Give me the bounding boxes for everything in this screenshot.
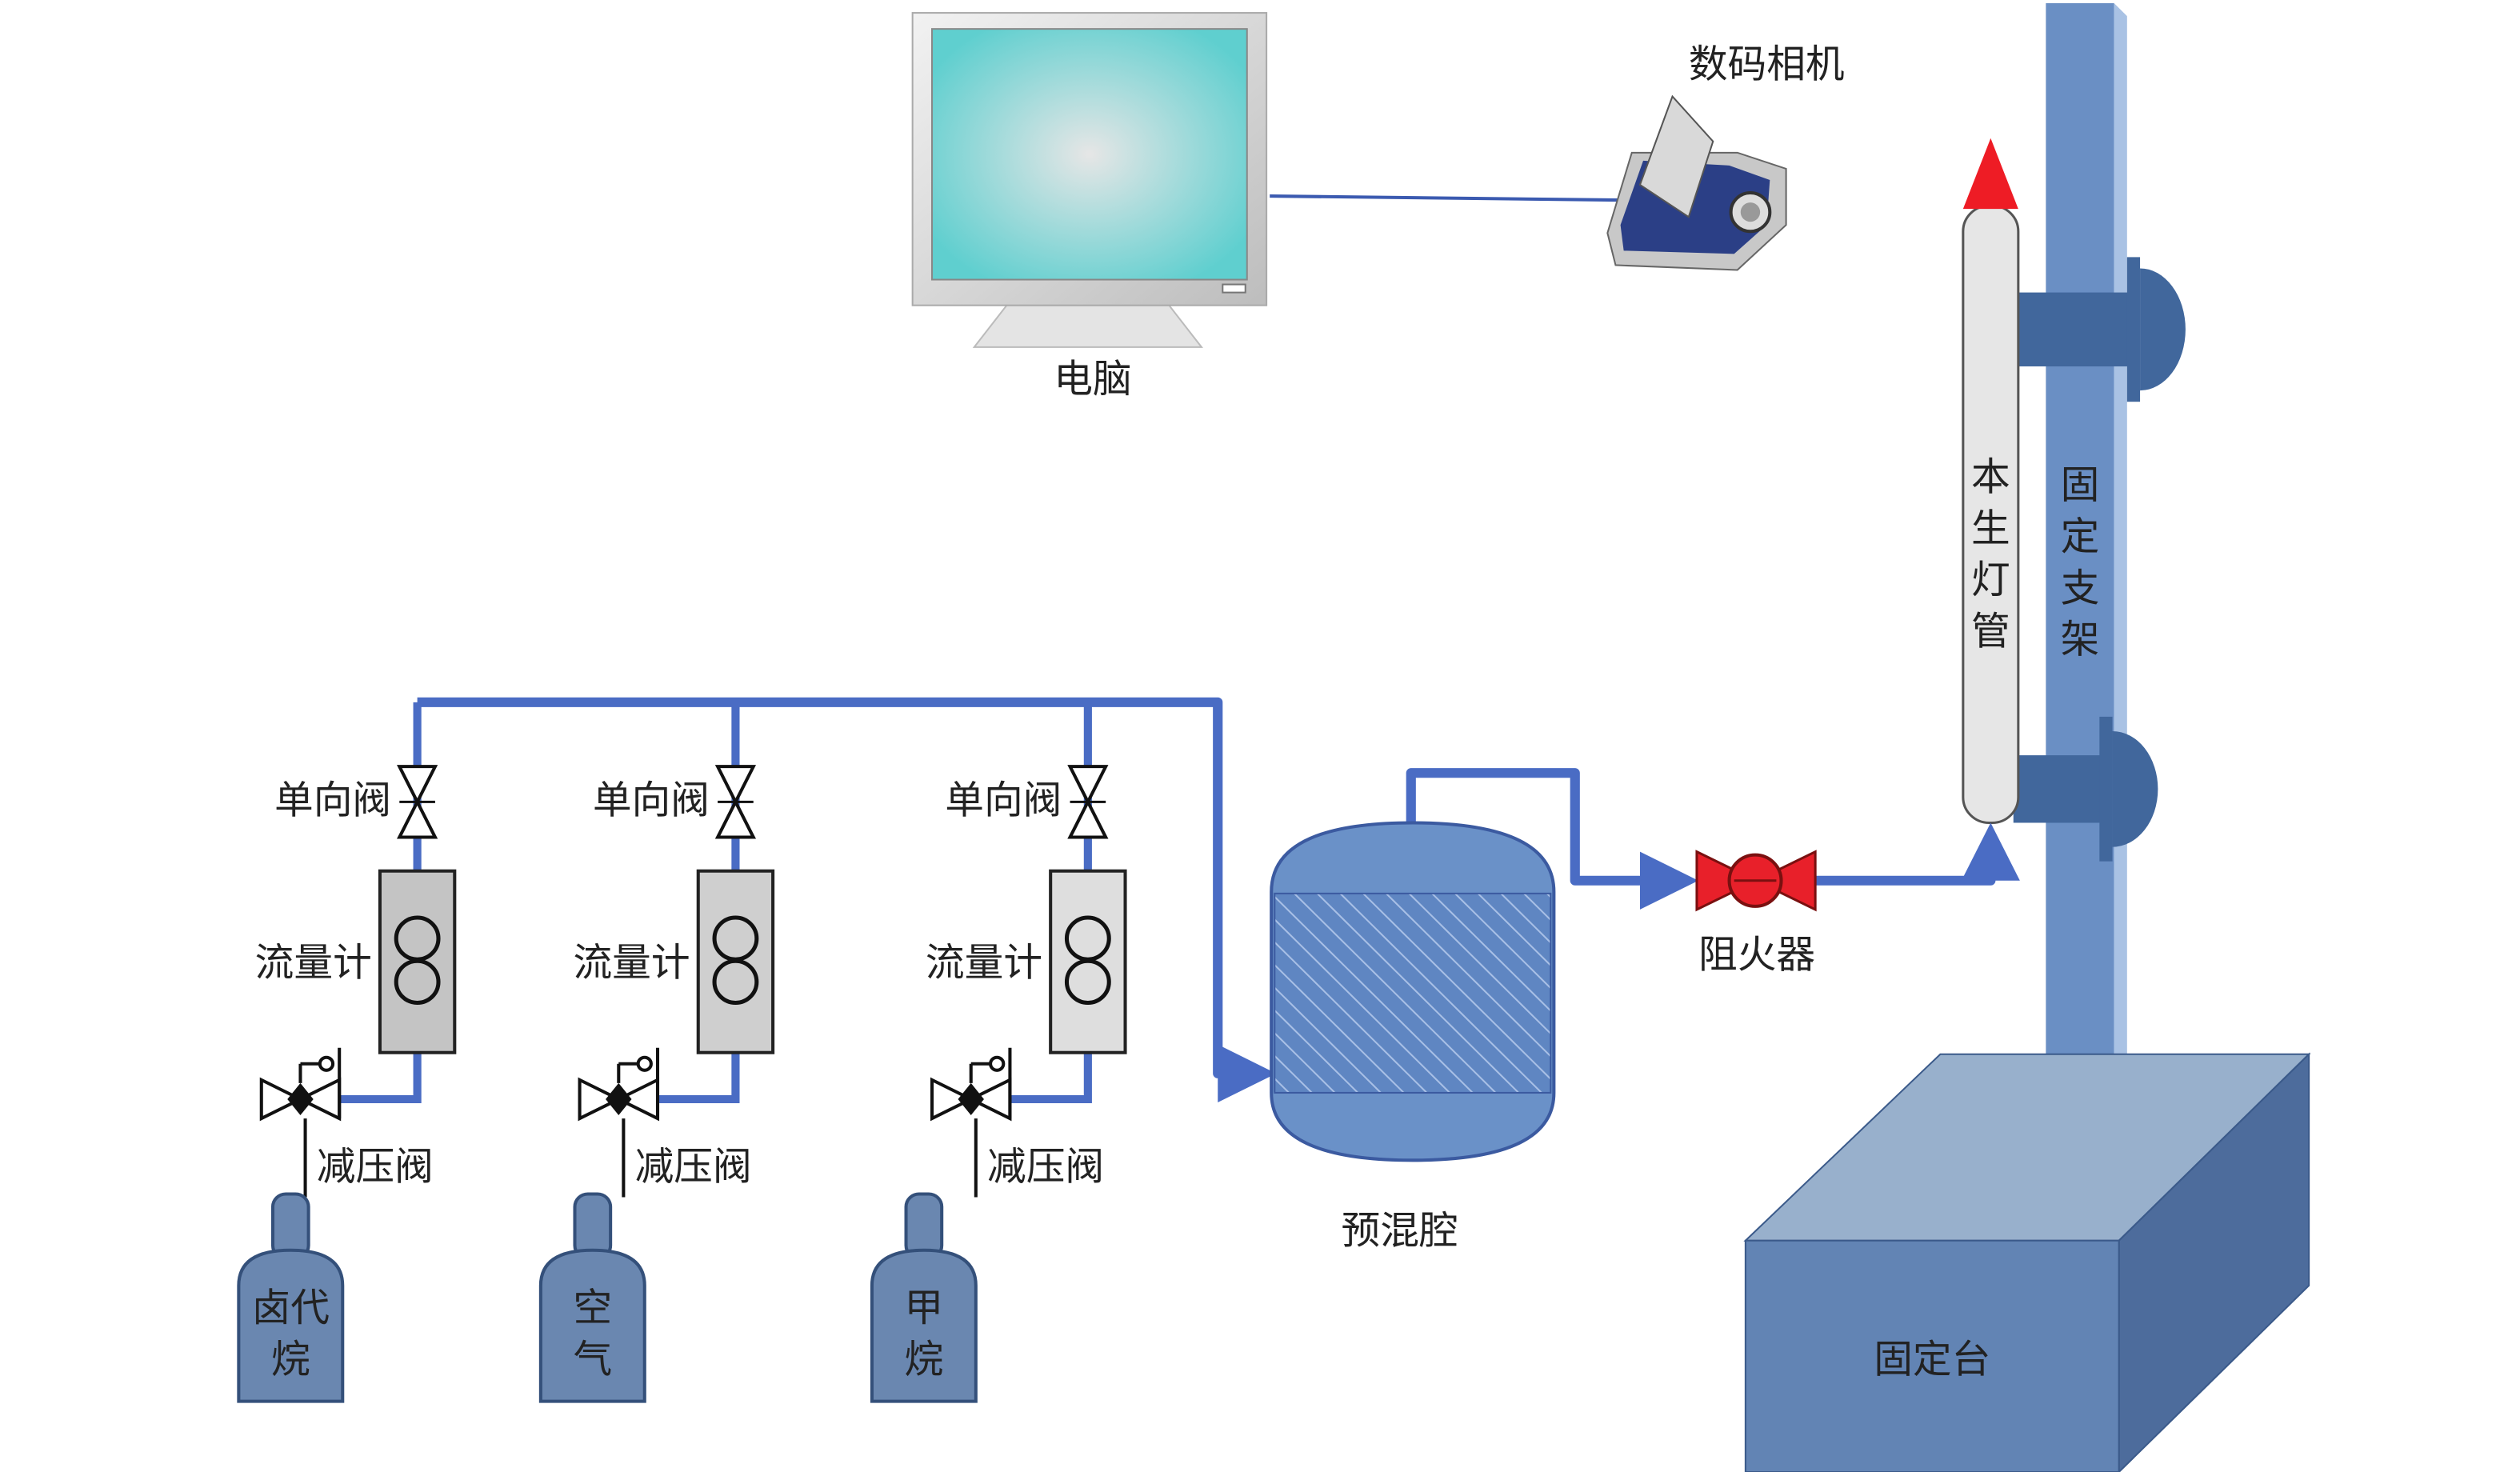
pressure-reducing-valve-label: 减压阀	[987, 1145, 1104, 1190]
svg-text:生: 生	[1971, 506, 2010, 551]
burner-tube-label: 本 生 灯 管	[1971, 455, 2010, 654]
flowmeter-rotor-icon	[1064, 958, 1111, 1005]
cylinder-gas-label: 卤代	[252, 1286, 330, 1330]
pressure-reducing-valve-label: 减压阀	[635, 1145, 752, 1190]
svg-text:定: 定	[2061, 514, 2100, 559]
check-valve-label: 单向阀	[945, 778, 1062, 823]
bunsen-burner-tube	[1962, 138, 2020, 824]
flame-arrester-icon	[1695, 850, 1817, 912]
branch-pipe	[990, 1052, 1092, 1103]
flame-tip-icon	[1962, 138, 2018, 210]
svg-text:本: 本	[1971, 455, 2010, 500]
fixed-base	[1743, 1052, 2311, 1472]
gas-cylinder: 卤代烷	[237, 1192, 345, 1403]
svg-text:架: 架	[2061, 618, 2100, 662]
fixed-base-label: 固定台	[1874, 1338, 1990, 1382]
flowmeter-rotor-icon	[712, 958, 759, 1005]
cylinder-gas-label: 甲	[905, 1286, 944, 1330]
digital-camera-icon	[1606, 94, 1787, 271]
premix-chamber-label: 预混腔	[1341, 1209, 1458, 1254]
cylinder-gas-label: 烷	[271, 1338, 310, 1382]
flame-arrester-label: 阻火器	[1698, 932, 1815, 977]
gas-pipeline	[417, 697, 2020, 1102]
check-valve-label: 单向阀	[593, 778, 710, 823]
flowmeter-label: 流量计	[255, 941, 372, 986]
pressure-reducing-valve-icon	[578, 1047, 660, 1122]
cylinder-gas-label: 气	[573, 1338, 612, 1382]
flowmeter-rotor-icon	[394, 958, 441, 1005]
check-valve-label: 单向阀	[274, 778, 391, 823]
cylinder-gas-label: 空	[573, 1286, 612, 1330]
cylinder-gas-label: 烷	[905, 1338, 944, 1382]
fixed-bracket	[2013, 3, 2186, 1064]
fixed-bracket-label: 固 定 支 架	[2061, 463, 2100, 662]
gas-cylinder: 空气	[538, 1192, 646, 1403]
svg-text:支: 支	[2061, 566, 2100, 610]
gas-cylinder: 甲烷	[870, 1192, 978, 1403]
branch-pipe	[319, 1052, 422, 1103]
computer-monitor	[911, 12, 1268, 348]
branch-pipe	[638, 1052, 740, 1103]
premix-chamber	[1270, 821, 1556, 1162]
flowmeter-label: 流量计	[573, 941, 690, 986]
flowmeter-label: 流量计	[926, 941, 1042, 986]
computer-label: 电脑	[1054, 357, 1131, 402]
svg-text:管: 管	[1971, 610, 2010, 654]
pressure-reducing-valve-icon	[930, 1047, 1012, 1122]
camera-label: 数码相机	[1689, 42, 1845, 87]
svg-text:固: 固	[2061, 463, 2100, 508]
pressure-reducing-valve-icon	[259, 1047, 342, 1122]
pressure-reducing-valve-label: 减压阀	[317, 1145, 434, 1190]
svg-text:灯: 灯	[1971, 558, 2010, 602]
